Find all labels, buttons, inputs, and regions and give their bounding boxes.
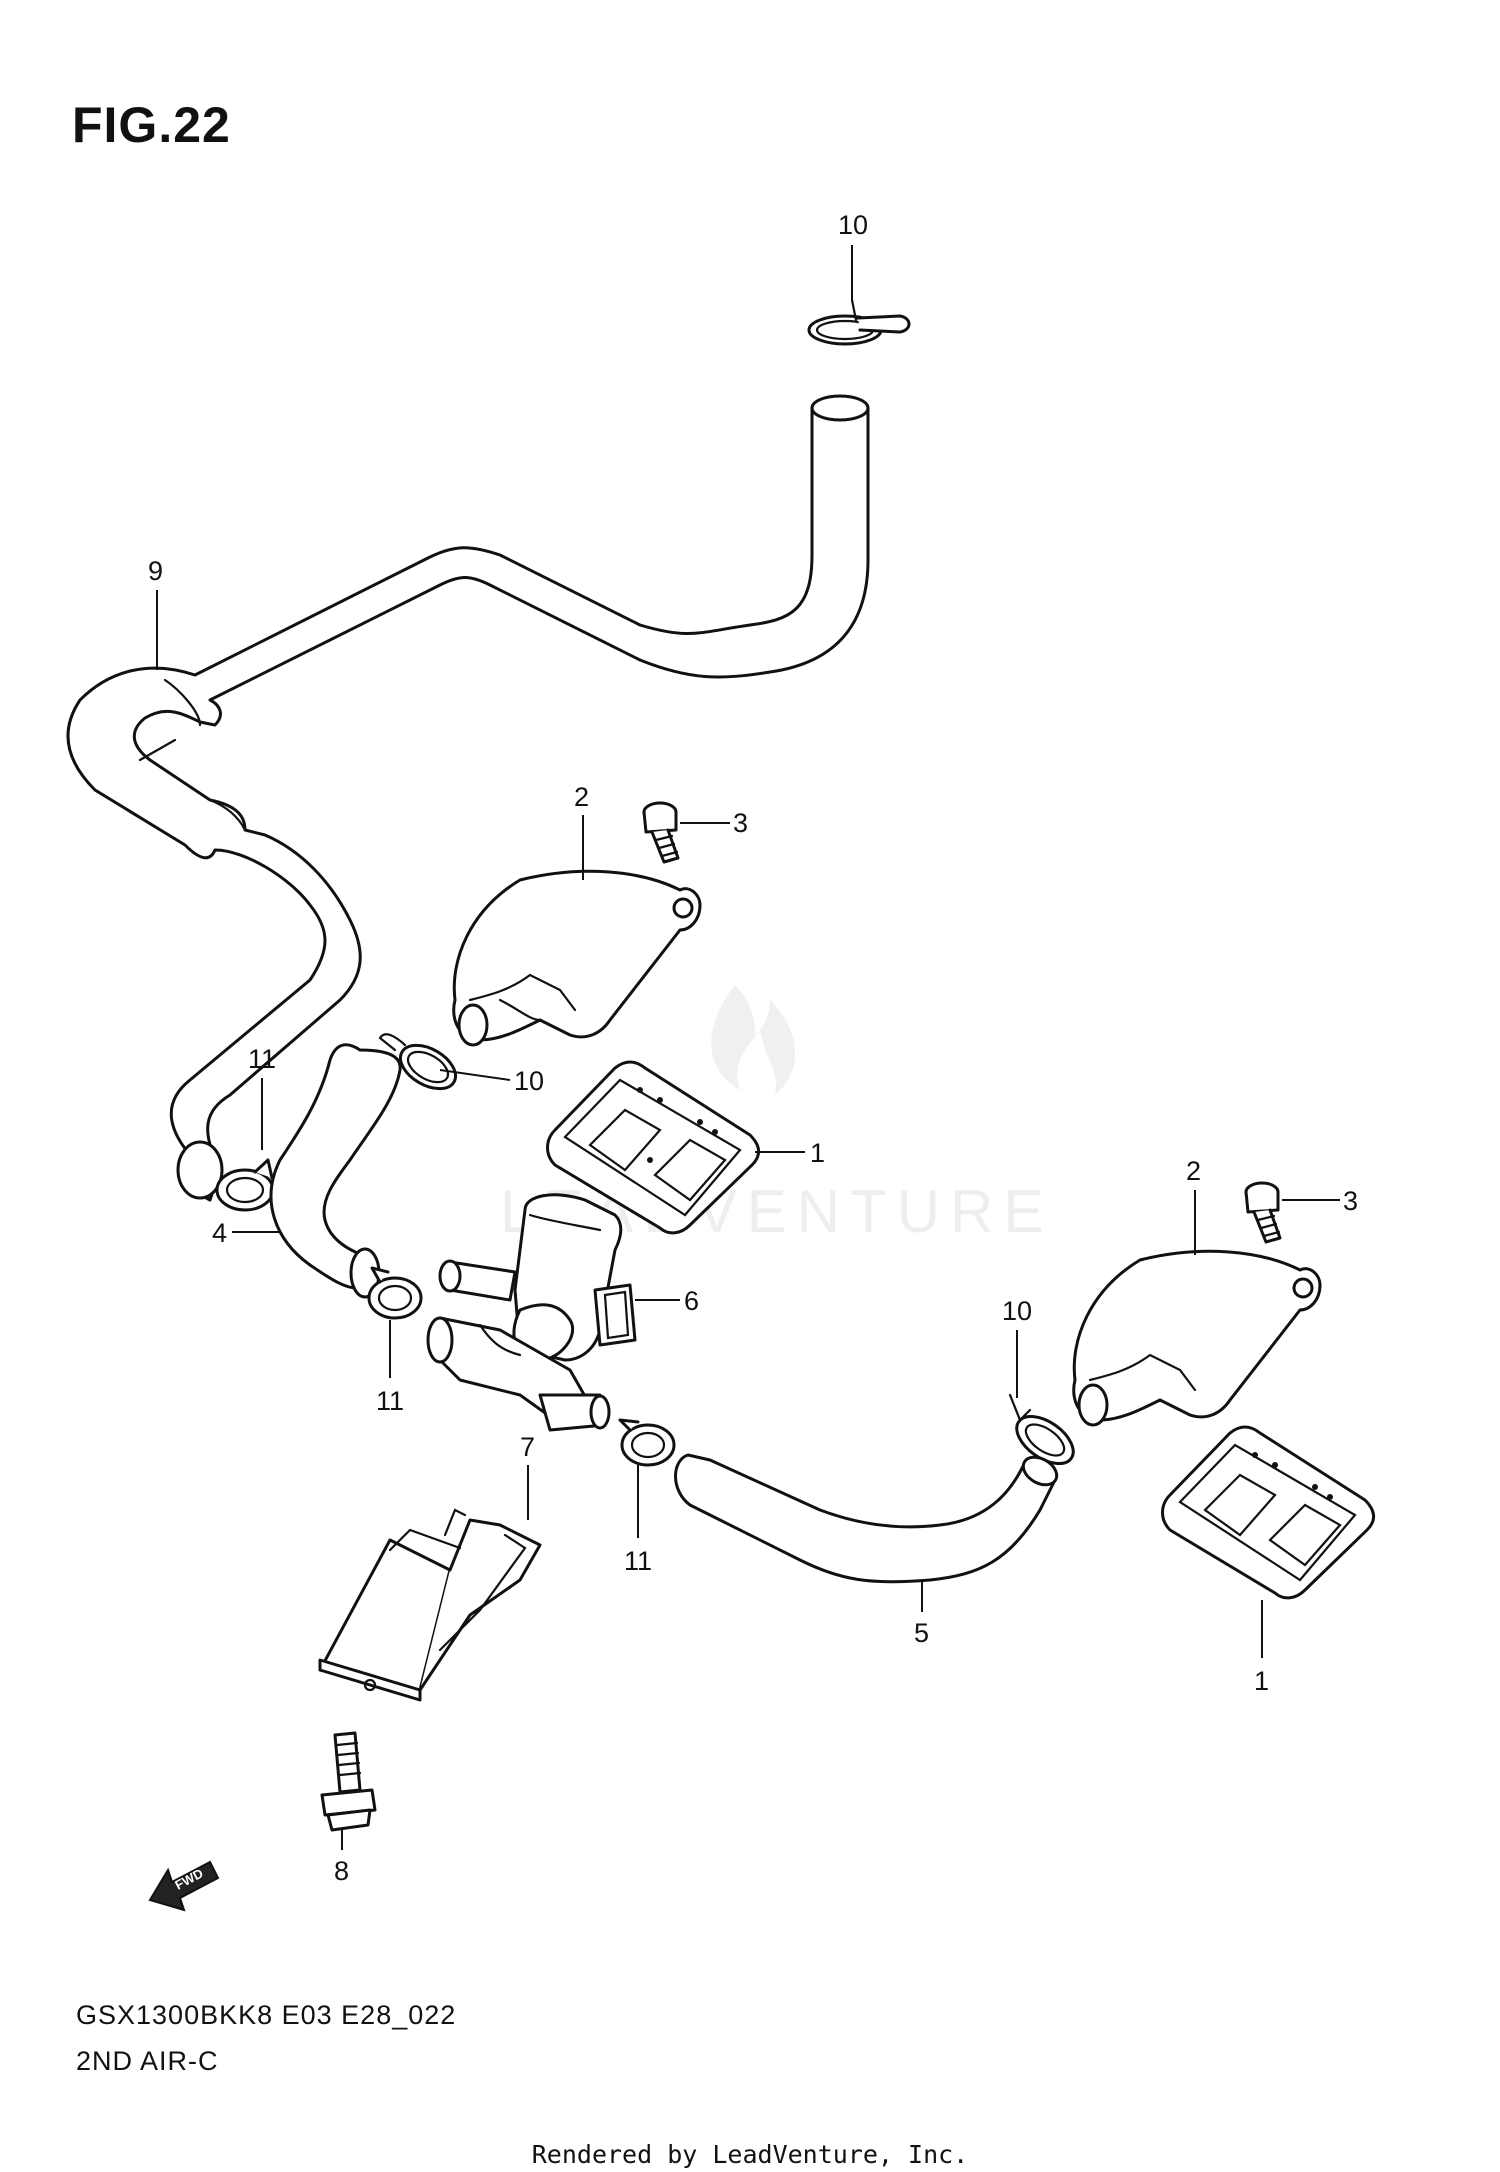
callout-5: 5 [914, 1618, 929, 1648]
part-2-reed-valve-cover-upper [452, 869, 702, 1047]
part-11-hose-clamp-b [367, 1266, 423, 1320]
callout-11-b: 11 [376, 1386, 404, 1416]
callout-9: 9 [148, 556, 163, 586]
callout-6: 6 [684, 1286, 699, 1316]
part-8-bolt [320, 1731, 377, 1832]
callout-10-lower: 10 [1002, 1296, 1032, 1326]
callout-2-lower: 2 [1186, 1156, 1201, 1186]
part-10-hose-clip-lower [1008, 1393, 1075, 1466]
part-11-hose-clamp-a [215, 1158, 275, 1212]
callout-1-lower: 1 [1254, 1666, 1269, 1696]
part-2-reed-valve-cover-lower [1072, 1249, 1322, 1427]
part-1-reed-valve-lower [1161, 1425, 1375, 1600]
part-10-hose-clip-middle [378, 1033, 457, 1091]
leader-lines [156, 245, 1340, 1850]
callout-2-upper: 2 [574, 782, 589, 812]
callout-11-a: 11 [248, 1044, 276, 1074]
part-6-pair-control-valve [426, 1193, 637, 1432]
fwd-direction-arrow: FWD [148, 1860, 220, 1912]
callout-3-upper: 3 [733, 808, 748, 838]
watermark-flame-icon [711, 985, 796, 1095]
callout-8: 8 [334, 1856, 349, 1886]
callout-3-lower: 3 [1343, 1186, 1358, 1216]
rendered-by-credit: Rendered by LeadVenture, Inc. [531, 2140, 969, 2169]
part-3-bolt-lower [1244, 1181, 1282, 1244]
callout-labels: 10 9 2 3 10 11 1 4 6 11 2 3 10 7 11 5 1 … [148, 210, 1358, 1886]
part-5-air-hose [674, 1453, 1059, 1584]
callout-10-middle: 10 [514, 1066, 544, 1096]
part-1-reed-valve-upper [546, 1060, 760, 1235]
part-3-bolt-upper [642, 801, 680, 864]
callout-10-top: 10 [838, 210, 868, 240]
part-10-hose-clip-top [807, 298, 911, 346]
callout-1-upper: 1 [810, 1138, 825, 1168]
part-11-hose-clamp-c [618, 1418, 676, 1467]
part-4-air-hose [269, 1043, 402, 1299]
part-9-air-hose [66, 394, 870, 1202]
callout-7: 7 [520, 1432, 535, 1462]
model-code: GSX1300BKK8 E03 E28_022 [76, 2000, 457, 2030]
figure-title: FIG.22 [72, 97, 231, 153]
section-name: 2ND AIR-C [76, 2046, 219, 2076]
part-7-bracket [318, 1508, 542, 1702]
callout-11-c: 11 [624, 1546, 652, 1576]
callout-4: 4 [212, 1218, 227, 1248]
